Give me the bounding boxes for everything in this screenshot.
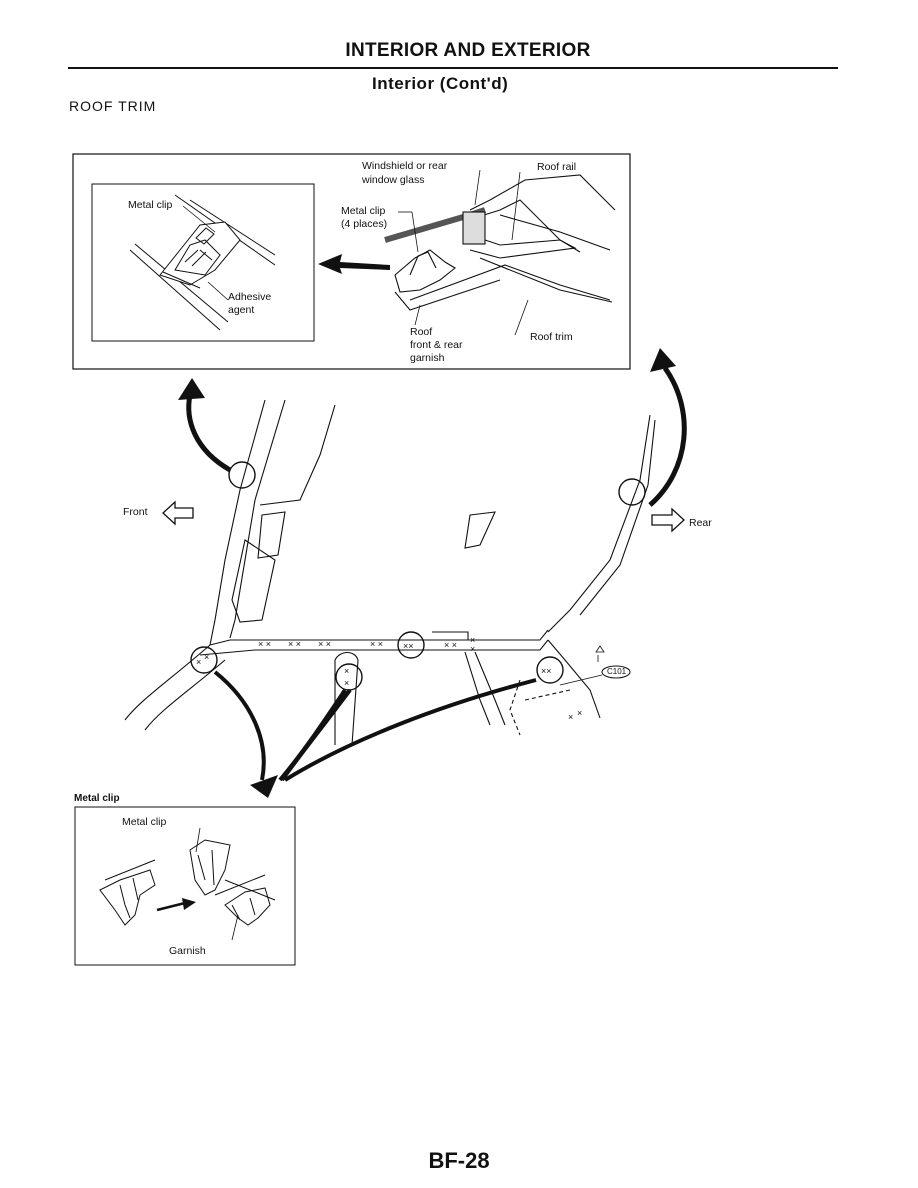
windshield-label-1: Windshield or rear	[362, 160, 448, 172]
svg-text:×: ×	[470, 635, 475, 645]
metal-clip-places-label: (4 places)	[341, 218, 388, 230]
arrow-to-inset	[318, 254, 390, 274]
rear-arrow-icon	[651, 507, 685, 533]
clip-x-marks: × × × × × × × × ×× × × × × × × × × ×× × …	[196, 635, 582, 722]
adhesive-label-2: agent	[228, 304, 255, 316]
svg-text:×: ×	[196, 657, 201, 667]
curved-arrow-rear	[648, 366, 687, 507]
page-header-subtitle: Interior (Cont'd)	[372, 74, 509, 93]
bottom-arrow-icon	[182, 898, 196, 910]
curved-arrow-front	[186, 394, 232, 473]
connector-c101	[601, 665, 631, 679]
arrows-to-bottom-detail	[213, 670, 537, 782]
svg-text:× ×: × ×	[444, 640, 457, 650]
svg-text:×: ×	[568, 712, 573, 722]
garnish-label: Garnish	[169, 945, 206, 957]
top-diagram-frame	[72, 153, 631, 370]
roof-garnish-label-2: front & rear	[410, 339, 463, 351]
svg-text:×: ×	[344, 666, 349, 676]
page-number: BF-28	[428, 1148, 490, 1173]
svg-text:×: ×	[344, 678, 349, 688]
front-arrow-icon	[162, 500, 194, 526]
clip-location-circles	[190, 461, 646, 691]
roof-trim-label: Roof trim	[530, 331, 573, 343]
front-label: Front	[123, 506, 148, 518]
svg-text:× ×: × ×	[370, 639, 383, 649]
svg-text:×: ×	[470, 644, 475, 654]
svg-text:×: ×	[577, 708, 582, 718]
bottom-detail-heading: Metal clip	[74, 793, 120, 804]
inset-detail-frame	[91, 183, 315, 342]
inset-clip-drawing	[129, 194, 276, 331]
svg-text:× ×: × ×	[318, 639, 331, 649]
windshield-label-2: window glass	[362, 174, 425, 186]
rear-label: Rear	[689, 517, 712, 529]
svg-text:× ×: × ×	[288, 639, 301, 649]
svg-text:× ×: × ×	[258, 639, 271, 649]
roof-rail-label: Roof rail	[537, 161, 577, 173]
roof-interior-view	[124, 399, 656, 746]
metal-clip-label-top: Metal clip	[341, 205, 386, 217]
adhesive-label-1: Adhesive	[228, 291, 272, 303]
connector-label: C101	[607, 667, 627, 676]
bottom-metal-clip-label: Metal clip	[122, 816, 167, 828]
section-title: ROOF TRIM	[69, 98, 157, 114]
roof-rail-section-drawing	[384, 174, 616, 311]
svg-text:××: ××	[403, 641, 414, 651]
roof-garnish-label-3: garnish	[410, 352, 445, 364]
header-rule	[68, 67, 838, 69]
roof-garnish-label-1: Roof	[410, 326, 433, 338]
page-header-title: INTERIOR AND EXTERIOR	[345, 40, 591, 61]
bottom-clip-drawing	[99, 839, 276, 926]
inset-metal-clip-label: Metal clip	[128, 199, 173, 211]
bottom-detail-frame	[74, 806, 296, 966]
svg-text:×: ×	[204, 652, 209, 662]
svg-text:××: ××	[541, 666, 552, 676]
